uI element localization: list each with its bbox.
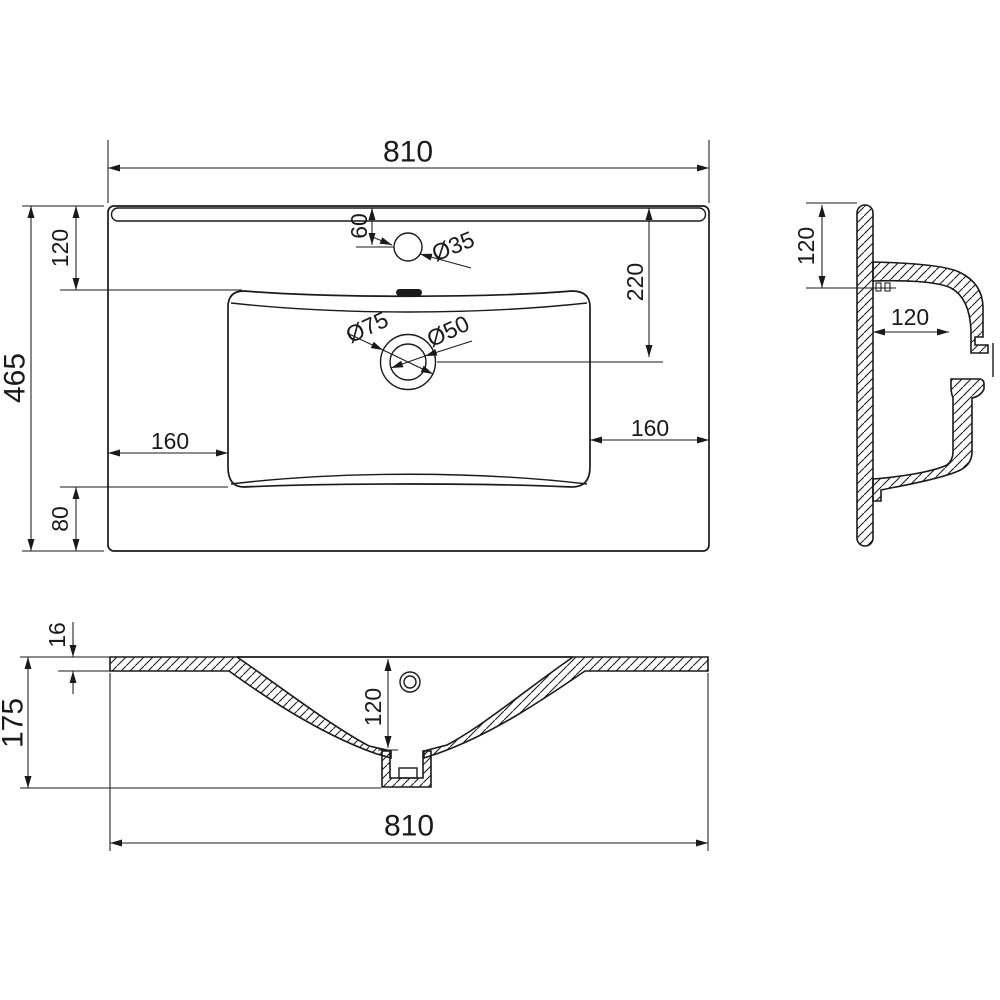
dim-plan-drain-offset-label: 220 — [622, 263, 648, 301]
front-right-section — [423, 656, 709, 760]
basin-outline — [227, 290, 591, 488]
dim-plan-right-margin-label: 160 — [631, 415, 669, 441]
dim-plan-front-offset: 80 — [47, 486, 228, 551]
side-bowl-section — [872, 378, 985, 502]
dim-plan-faucet-offset: 60 — [346, 208, 394, 248]
dim-plan-right-margin: 160 — [590, 415, 709, 444]
dim-side-counter-depth: 120 — [873, 304, 949, 336]
dim-front-bowl-depth: 120 — [360, 659, 398, 751]
side-section-view: 120 120 — [793, 202, 994, 547]
dim-plan-back-offset: 120 — [47, 206, 242, 291]
dim-front-width: 810 — [109, 673, 709, 851]
front-drain-box — [381, 750, 432, 788]
dim-plan-depth-label: 465 — [0, 353, 32, 403]
side-rim-section — [872, 261, 989, 354]
drain-inner-circle — [389, 343, 427, 381]
front-drain-slot — [398, 767, 418, 779]
dim-plan-depth: 465 — [0, 205, 104, 552]
dim-plan-left-margin-label: 160 — [151, 428, 189, 454]
dim-plan-back-offset-label: 120 — [47, 229, 73, 267]
front-section-view: 16 175 120 810 — [0, 622, 709, 851]
basin-inner-top-curve — [230, 302, 588, 313]
faucet-hole — [393, 232, 423, 262]
dim-plan-width: 810 — [107, 136, 710, 203]
dim-plan-faucet-offset-label: 60 — [346, 213, 372, 239]
countertop-outline — [107, 205, 710, 552]
dim-front-total-height: 175 — [0, 656, 381, 789]
dim-plan-drain-offset: 220 — [437, 208, 663, 363]
dim-front-width-label: 810 — [384, 810, 434, 843]
dim-plan-front-offset-label: 80 — [47, 506, 73, 532]
front-overflow-outer — [399, 671, 421, 693]
back-edge-strip — [110, 207, 707, 222]
dim-front-slab-thickness-label: 16 — [44, 622, 70, 648]
front-left-section — [109, 656, 392, 760]
side-fixing-clip-left — [875, 282, 882, 292]
dim-front-slab-thickness: 16 — [44, 622, 110, 694]
dim-side-edge-height: 120 — [793, 202, 896, 289]
dim-drain-outer-dia: Ø75 — [342, 306, 434, 375]
dim-side-edge-height-label: 120 — [793, 227, 819, 265]
dim-front-total-height-label: 175 — [0, 698, 30, 748]
dim-plan-width-label: 810 — [383, 136, 433, 169]
dim-side-counter-depth-label: 120 — [891, 304, 929, 330]
dim-drain-inner-dia-label: Ø50 — [423, 310, 473, 352]
dim-faucet-hole-dia-label: Ø35 — [428, 226, 478, 266]
dim-plan-left-margin: 160 — [108, 428, 228, 457]
basin-inner-bottom-curve — [230, 473, 588, 485]
overflow-slot — [396, 289, 422, 296]
side-fixing-clip-right — [884, 282, 891, 292]
drain-outer-circle — [379, 333, 437, 391]
side-back-edge-section — [856, 204, 874, 547]
plan-view: 810 465 120 80 160 160 — [0, 136, 710, 552]
front-overflow-inner — [403, 675, 417, 689]
dim-faucet-hole-dia: Ø35 — [419, 226, 478, 269]
dim-front-bowl-depth-label: 120 — [360, 688, 386, 726]
